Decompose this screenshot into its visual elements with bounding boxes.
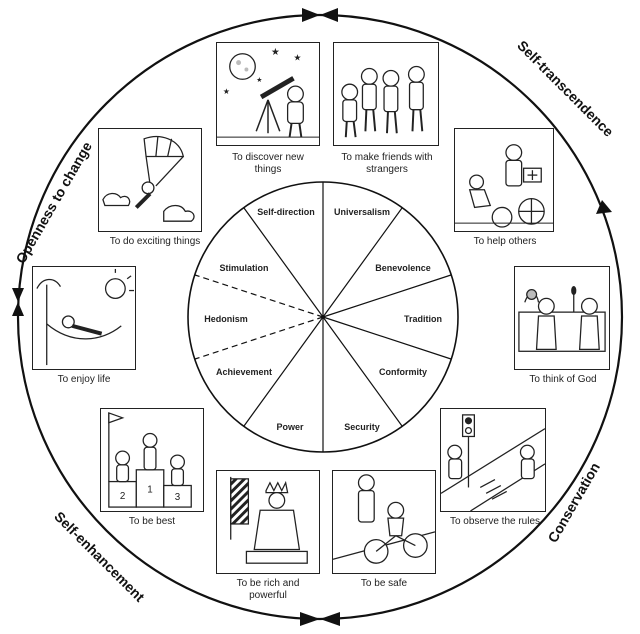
- friends-illustration-icon: [341, 65, 425, 138]
- wedge-conformity: Conformity: [379, 367, 427, 377]
- svg-text:★: ★: [271, 47, 280, 58]
- podium-first: 1: [147, 484, 152, 495]
- traffic-light-illustration-icon: [441, 414, 545, 511]
- bowtie-left-icon: [12, 288, 24, 316]
- values-pie: Self-direction Universalism Benevolence …: [187, 181, 459, 453]
- caption-safe: To be safe: [360, 578, 408, 589]
- wedge-self-direction: Self-direction: [257, 207, 315, 217]
- panel-safe: [332, 470, 436, 574]
- king-illustration-icon: [230, 476, 308, 564]
- parachute-illustration-icon: [102, 135, 195, 222]
- podium-illustration-icon: 2 1 3: [108, 412, 192, 508]
- caption-rules: To observe the rules: [449, 516, 541, 527]
- wedge-power: Power: [276, 422, 304, 432]
- podium-third: 3: [175, 492, 181, 503]
- caption-friends: To make friends with strangers: [341, 152, 433, 175]
- panel-help: [454, 128, 554, 232]
- wedge-hedonism: Hedonism: [204, 314, 248, 324]
- wedge-tradition: Tradition: [404, 314, 442, 324]
- caption-enjoy: To enjoy life: [57, 374, 111, 385]
- caption-rich: To be rich and powerful: [236, 578, 300, 601]
- bowtie-top-icon: [302, 8, 338, 22]
- caption-help: To help others: [473, 236, 537, 247]
- caption-best: To be best: [128, 516, 176, 527]
- hammock-illustration-icon: [36, 268, 135, 366]
- panel-rules: [440, 408, 546, 512]
- wedge-universalism: Universalism: [334, 207, 390, 217]
- domain-conservation: Conservation: [544, 460, 603, 545]
- panel-exciting: [98, 128, 202, 232]
- bowtie-bottom-icon: [300, 612, 340, 626]
- wedge-stimulation: Stimulation: [220, 263, 269, 273]
- svg-text:★: ★: [256, 77, 262, 84]
- panel-enjoy: [32, 266, 136, 370]
- bicycle-illustration-icon: [333, 474, 435, 564]
- panel-friends: [333, 42, 439, 146]
- caption-exciting: To do exciting things: [109, 236, 201, 247]
- domain-self-transcendence: Self-transcendence: [514, 37, 617, 140]
- wedge-achievement: Achievement: [216, 367, 272, 377]
- prayer-illustration-icon: [518, 286, 606, 352]
- caption-discover: To discover new things: [232, 152, 304, 175]
- svg-text:★: ★: [294, 53, 302, 63]
- help-illustration-icon: [455, 144, 553, 228]
- telescope-illustration-icon: ★ ★ ★ ★: [217, 47, 319, 138]
- svg-text:★: ★: [223, 87, 230, 96]
- domain-openness-to-change: Openness to change: [12, 139, 95, 266]
- panel-best: 2 1 3: [100, 408, 204, 512]
- wedge-benevolence: Benevolence: [375, 263, 431, 273]
- panel-god: [514, 266, 610, 370]
- panel-discover: ★ ★ ★ ★: [216, 42, 320, 146]
- podium-second: 2: [120, 491, 125, 502]
- wedge-security: Security: [344, 422, 380, 432]
- panel-rich: [216, 470, 320, 574]
- caption-god: To think of God: [529, 374, 597, 385]
- arrow-right-icon: [596, 200, 612, 214]
